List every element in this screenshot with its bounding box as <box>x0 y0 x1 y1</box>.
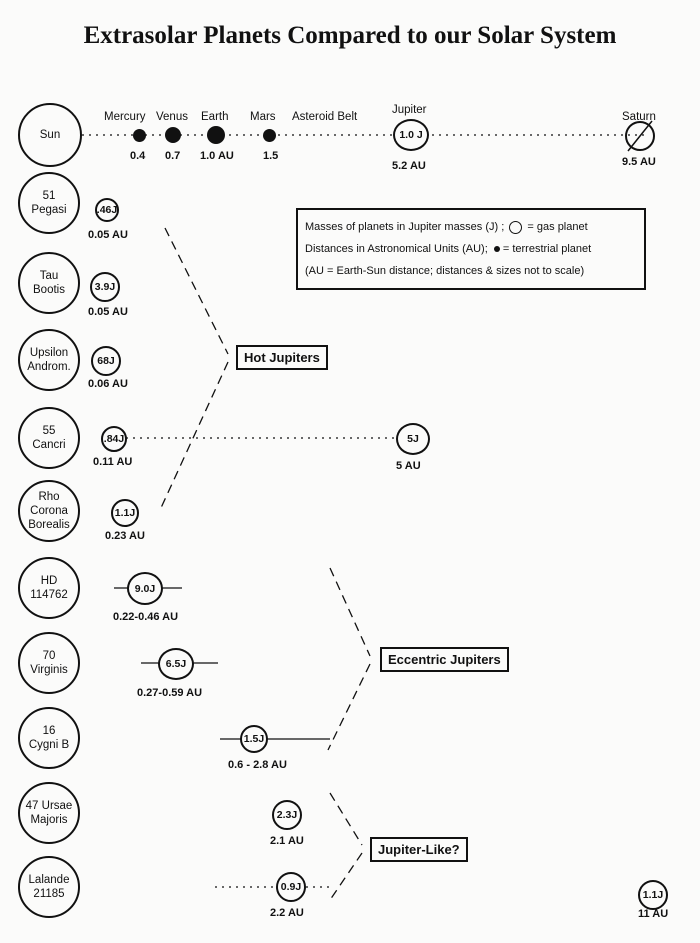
planet-tau-bootis-b: 3.9J <box>90 272 120 302</box>
distance-16-cygni-b-b: 0.6 - 2.8 AU <box>228 759 287 771</box>
star-51-pegasi: 51 Pegasi <box>18 172 80 234</box>
legend-box: Masses of planets in Jupiter masses (J) … <box>296 208 646 290</box>
group-jupiter-like: Jupiter-Like? <box>370 837 468 862</box>
planet-rho-coronae-borealis-b: 1.1J <box>111 499 139 527</box>
star-55-cancri: 55 Cancri <box>18 407 80 469</box>
planet-70-virginis-b: 6.5J <box>158 648 194 680</box>
planet-name-mars: Mars <box>250 111 276 123</box>
distance-lalande-21185-b: 2.2 AU <box>270 907 304 919</box>
planet-name-saturn: Saturn <box>622 111 656 123</box>
saturn-circle <box>625 121 655 151</box>
planet-upsilon-andromedae-b: 68J <box>91 346 121 376</box>
legend-line-1: Masses of planets in Jupiter masses (J) … <box>305 220 588 234</box>
planet-hd-114762-b: 9.0J <box>127 572 163 605</box>
star-tau-bootis: Tau Bootis <box>18 252 80 314</box>
jupiter-distance: 5.2 AU <box>392 160 426 172</box>
group-hot-jupiters: Hot Jupiters <box>236 345 328 370</box>
planet-55-cancri-outer: 5J <box>396 423 430 455</box>
star-hd-114762: HD 114762 <box>18 557 80 619</box>
mars-dot <box>263 129 276 142</box>
legend-line-2: Distances in Astronomical Units (AU); = … <box>305 243 592 255</box>
star-rho-coronae-borealis: Rho Corona Borealis <box>18 480 80 542</box>
jlike-brace-upper <box>329 792 363 846</box>
distance-47-ursae-majoris-b: 2.1 AU <box>270 835 304 847</box>
star-lalande-21185: Lalande 21185 <box>18 856 80 918</box>
star-47-ursae-majoris: 47 Ursae Majoris <box>18 782 80 844</box>
legend-line-3: (AU = Earth-Sun distance; distances & si… <box>305 265 585 277</box>
distance-upsilon-andromedae-b: 0.06 AU <box>88 378 128 390</box>
earth-distance: 1.0 AU <box>200 150 234 162</box>
distance-lalande-21185-outer: 11 AU <box>638 908 669 920</box>
earth-dot <box>207 126 225 144</box>
planet-name-mercury: Mercury <box>104 111 146 123</box>
planet-lalande-21185-b: 0.9J <box>276 872 306 902</box>
hot-brace-lower <box>159 361 229 511</box>
distance-51-pegasi-b: 0.05 AU <box>88 229 128 241</box>
group-eccentric-jupiters: Eccentric Jupiters <box>380 647 509 672</box>
venus-dot <box>165 127 181 143</box>
eccentric-brace-lower <box>327 663 371 751</box>
star-upsilon-andromedae: Upsilon Androm. <box>18 329 80 391</box>
terrestrial-planet-icon <box>493 246 500 253</box>
hot-brace-upper <box>164 227 229 355</box>
gas-planet-icon <box>509 220 523 234</box>
eccentric-brace-upper <box>329 567 371 657</box>
distance-rho-coronae-borealis-b: 0.23 AU <box>105 530 145 542</box>
star-70-virginis: 70 Virginis <box>18 632 80 694</box>
planet-55-cancri-b: .84J <box>101 426 127 452</box>
mercury-dot <box>133 129 146 142</box>
distance-55-cancri-outer: 5 AU <box>396 460 421 472</box>
figure-title: Extrasolar Planets Compared to our Solar… <box>83 22 617 49</box>
jlike-brace-lower <box>329 852 363 901</box>
star-sun: Sun <box>18 103 82 167</box>
distance-55-cancri-b: 0.11 AU <box>93 456 133 468</box>
planet-name-jupiter: Jupiter <box>392 104 427 116</box>
venus-distance: 0.7 <box>165 150 181 162</box>
planet-16-cygni-b-b: 1.5J <box>240 725 268 753</box>
jupiter-circle: 1.0 J <box>393 119 429 151</box>
planet-51-pegasi-b: .46J <box>95 198 119 222</box>
asteroid-belt-label: Asteroid Belt <box>292 111 358 123</box>
distance-tau-bootis-b: 0.05 AU <box>88 306 128 318</box>
planet-47-ursae-majoris-b: 2.3J <box>272 800 302 830</box>
star-16-cygni-b: 16 Cygni B <box>18 707 80 769</box>
planet-name-earth: Earth <box>201 111 229 123</box>
mars-distance: 1.5 <box>263 150 279 162</box>
mercury-distance: 0.4 <box>130 150 146 162</box>
planet-lalande-21185-outer: 1.1J <box>638 880 668 910</box>
distance-hd-114762-b: 0.22-0.46 AU <box>113 611 179 623</box>
planet-name-venus: Venus <box>156 111 188 123</box>
saturn-distance: 9.5 AU <box>622 156 656 168</box>
distance-70-virginis-b: 0.27-0.59 AU <box>137 687 203 699</box>
